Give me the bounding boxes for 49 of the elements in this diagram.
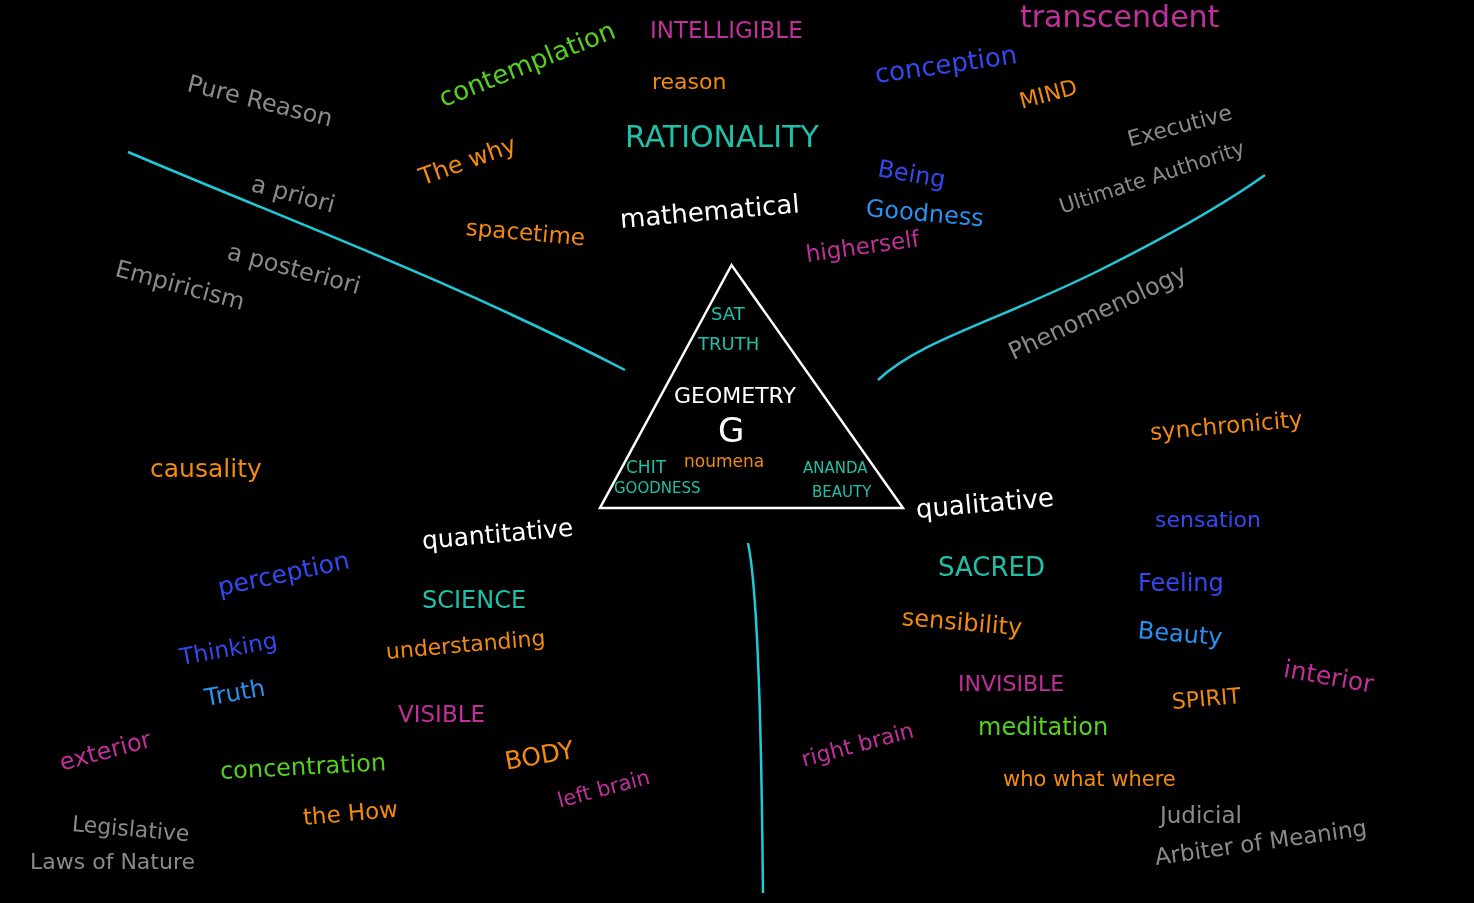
word-label: RATIONALITY (625, 120, 819, 153)
word-label: right brain (798, 718, 917, 772)
word-label: sensibility (900, 604, 1024, 641)
word-label: INTELLIGIBLE (650, 18, 803, 44)
word-label: Thinking (177, 628, 280, 671)
word-label: interior (1281, 655, 1376, 699)
word-label: spacetime (464, 215, 587, 251)
word-label: sensation (1155, 508, 1262, 533)
word-label: qualitative (914, 483, 1055, 524)
word-label: Being (875, 155, 948, 194)
word-label: MIND (1016, 75, 1080, 114)
word-label: Feeling (1138, 570, 1224, 597)
word-label: Beauty (1136, 617, 1224, 651)
word-label: transcendent (1020, 0, 1220, 33)
node-text: G (718, 412, 745, 450)
word-label: Legislative (70, 812, 191, 847)
word-label: a priori (248, 170, 338, 219)
word-label: Judicial (1160, 803, 1242, 829)
word-label: Laws of Nature (30, 850, 195, 875)
node-text: ANANDA (803, 460, 868, 477)
word-label: concentration (219, 749, 387, 785)
word-label: The why (415, 131, 520, 191)
word-label: higherself (804, 226, 921, 268)
word-label: SPIRIT (1170, 684, 1242, 715)
word-label: reason (652, 70, 727, 95)
node-text: noumena (684, 452, 765, 471)
node-text: GOODNESS (614, 480, 701, 497)
node-text: SAT (711, 304, 745, 324)
word-label: conception (873, 40, 1019, 89)
word-label: meditation (978, 714, 1109, 741)
word-label: who what where (1003, 768, 1176, 792)
word-label: the How (301, 796, 399, 831)
node-text: CHIT (626, 458, 667, 477)
word-label: Pure Reason (184, 70, 336, 132)
word-label: Truth (202, 674, 268, 712)
node-text: TRUTH (698, 334, 760, 354)
word-label: quantitative (420, 513, 575, 555)
word-label: INVISIBLE (958, 672, 1065, 697)
word-label: VISIBLE (398, 702, 486, 728)
node-text: BEAUTY (812, 484, 872, 501)
word-label: mathematical (618, 189, 801, 234)
word-label: synchronicity (1148, 406, 1304, 446)
word-label: exterior (56, 726, 155, 776)
word-label: SCIENCE (422, 587, 527, 614)
word-label: understanding (384, 626, 547, 665)
word-label: causality (150, 455, 262, 483)
word-label: SACRED (938, 553, 1045, 582)
triangle-node (598, 262, 905, 512)
node-text: GEOMETRY (674, 384, 796, 409)
